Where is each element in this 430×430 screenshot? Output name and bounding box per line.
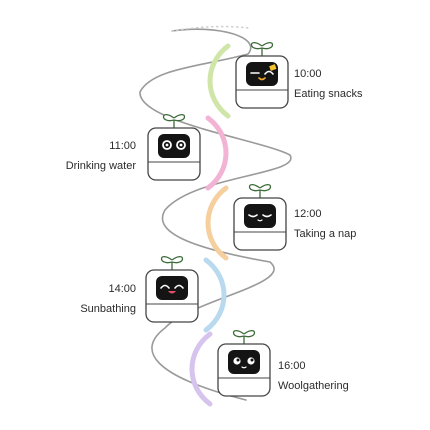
accent-arc <box>205 185 229 261</box>
accent-arc <box>189 331 213 407</box>
time-label: 10:00 <box>294 68 322 80</box>
plant-robot-icon <box>145 256 199 323</box>
time-label: 12:00 <box>294 208 322 220</box>
time-label: 11:00 <box>109 140 136 152</box>
timeline-entry-1-label: 10:00 Eating snacks <box>294 69 362 100</box>
timeline-entry-5-label: 16:00 Woolgathering <box>278 361 349 392</box>
plant-robot-icon <box>147 114 201 181</box>
timeline-entry-3-label: 12:00 Taking a nap <box>294 209 356 240</box>
plant-robot-icon <box>217 330 271 397</box>
activity-label: Sunbathing <box>80 303 136 315</box>
accent-arc <box>205 115 229 191</box>
accent-arc <box>203 257 227 333</box>
timeline-entry-2-label: 11:00 Drinking water <box>66 141 136 172</box>
activity-label: Drinking water <box>65 160 136 172</box>
time-label: 14:00 <box>108 283 136 295</box>
accent-arc <box>207 43 231 119</box>
plant-robot-icon <box>233 184 287 251</box>
time-label: 16:00 <box>278 360 306 372</box>
timeline-entry-4-label: 14:00 Sunbathing <box>80 284 136 315</box>
activity-label: Eating snacks <box>294 88 363 100</box>
activity-label: Woolgathering <box>278 380 349 392</box>
activity-label: Taking a nap <box>294 228 357 240</box>
plant-robot-icon <box>235 42 289 109</box>
